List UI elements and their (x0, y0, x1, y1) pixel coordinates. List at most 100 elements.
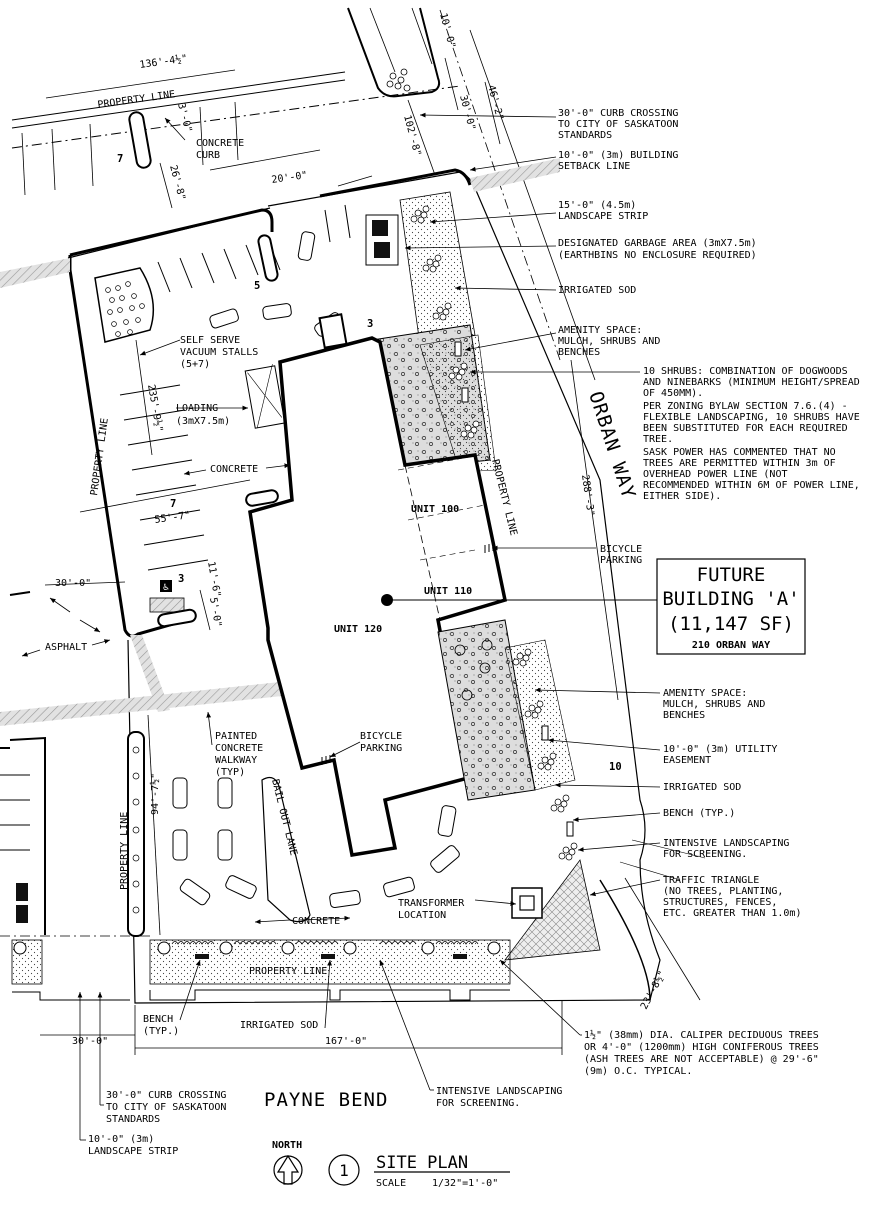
concrete-mid: CONCRETE (210, 464, 258, 475)
dimension-lines (40, 57, 701, 1055)
vacuum-2: VACUUM STALLS (180, 347, 258, 358)
accessible-stall: ♿ (149, 580, 185, 613)
scale-value: 1/32"=1'-0" (432, 1178, 498, 1189)
shrub-clusters-north (410, 205, 480, 439)
north-curb (319, 168, 472, 198)
callout-setback-2: SETBACK LINE (558, 161, 630, 172)
callout-shrubs-10: OVERHEAD POWER LINE (NOT (643, 469, 788, 480)
future-building-box: FUTURE BUILDING 'A' (11,147 SF) 210 ORBA… (656, 558, 806, 655)
dim-23: 23'-8½" (638, 969, 668, 1012)
callout-shrubs-3: OF 450MM). (643, 388, 703, 399)
callout-utility-1: 10'-0" (3m) UTILITY (663, 744, 777, 755)
street-payne-bend: PAYNE BEND (264, 1089, 388, 1111)
transformer-2: LOCATION (398, 910, 446, 921)
unit-110: UNIT 110 (424, 586, 472, 597)
bail-out-island (261, 777, 311, 923)
callout-shrubs-12: EITHER SIDE). (643, 491, 721, 502)
loading-2: (3mX7.5m) (176, 416, 230, 427)
top-edge-ticks (21, 101, 239, 196)
dim-20: 20'-0" (271, 170, 308, 186)
title-block: NORTH 1 SITE PLAN SCALE 1/32"=1'-0" (272, 1140, 510, 1189)
future-building-line-2: BUILDING 'A' (662, 588, 799, 610)
sod-strip-north (419, 334, 497, 473)
callout-shrubs-5: FLEXIBLE LANDSCAPING, 10 SHRUBS HAVE (643, 412, 860, 423)
parking-curb (68, 208, 274, 638)
transformer-inner (519, 895, 535, 911)
callout-intensive-2: FOR SCREENING. (663, 849, 747, 860)
callout-amenity-2a: AMENITY SPACE: (663, 688, 747, 699)
callout-amenity-1c: BENCHES (558, 347, 600, 358)
callout-setback-1: 10'-0" (3m) BUILDING (558, 150, 678, 161)
callout-landscape-strip-2: LANDSCAPE STRIP (558, 211, 648, 222)
callout-landscape-strip-1: 15'-0" (4.5m) (558, 200, 636, 211)
landscape-strip-east (399, 191, 476, 346)
loading-1: LOADING (176, 403, 218, 414)
bottom-bench-1: BENCH (143, 1014, 173, 1025)
planter-shrubs (105, 281, 145, 337)
bottom-landscape-strip-2: LANDSCAPE STRIP (88, 1146, 178, 1157)
asphalt: ASPHALT (45, 642, 87, 653)
callout-bicycle-1: BICYCLE (600, 544, 642, 555)
callout-shrubs-2: AND NINEBARKS (MINIMUM HEIGHT/SPREAD (643, 377, 860, 388)
property-line-left: PROPERTY LINE (89, 417, 111, 496)
west-lot-blocks (16, 883, 28, 923)
bottom-curb-crossing-3: STANDARDS (106, 1114, 160, 1125)
unit-120: UNIT 120 (334, 624, 382, 635)
callout-curb-crossing-3: STANDARDS (558, 130, 612, 141)
loading-area (244, 365, 286, 429)
unit-divider-lines (397, 454, 486, 561)
callout-shrubs-6: BEEN SUBSTITUTED FOR EACH REQUIRED (643, 423, 848, 434)
vacuum-1: SELF SERVE (180, 335, 240, 346)
north-label: NORTH (272, 1140, 302, 1151)
drawing-number-circle (328, 1154, 360, 1186)
dim-30-top: 30'-0" (457, 94, 477, 132)
stall-count-6: 10 (609, 761, 622, 773)
unit-100: UNIT 100 (411, 504, 459, 515)
left-median (127, 731, 145, 937)
title-site-plan: SITE PLAN (376, 1153, 468, 1173)
callout-garbage-2: (EARTHBINS NO ENCLOSURE REQUIRED) (558, 250, 757, 261)
property-line-bottom: PROPERTY LINE (249, 966, 327, 977)
transformer-1: TRANSFORMER (398, 898, 465, 909)
callout-shrubs-8: SASK POWER HAS COMMENTED THAT NO (643, 447, 836, 458)
direction-arrows (21, 463, 351, 925)
bicycle-parking-mid-1: BICYCLE (360, 731, 402, 742)
bottom-intensive-2: FOR SCREENING. (436, 1098, 520, 1109)
dim-5: 5'-0" (207, 597, 223, 629)
bottom-callouts: BENCH (TYP.) IRRIGATED SOD 1½" (38mm) DI… (88, 1014, 819, 1157)
garbage-bins (365, 214, 399, 266)
stall-count-4: 7 (170, 498, 176, 510)
dim-167: 167'-0" (325, 1036, 367, 1047)
callout-shrubs-7: TREE. (643, 434, 673, 445)
north-arrow-icon (273, 1154, 303, 1185)
painted-walkways (0, 158, 560, 726)
sod-strip-south (504, 639, 576, 791)
bottom-trees-2: OR 4'-0" (1200mm) HIGH CONIFEROUS TREES (584, 1042, 819, 1053)
payne-bend-curb (0, 935, 510, 1001)
callout-shrubs-1: 10 SHRUBS: COMBINATION OF DOGWOODS (643, 366, 848, 377)
dim-30-bottom: 30'-0" (72, 1036, 108, 1047)
painted-walkway-4: (TYP) (215, 767, 245, 778)
bottom-intensive-1: INTENSIVE LANDSCAPING (436, 1086, 562, 1097)
bottom-trees-4: (9m) O.C. TYPICAL. (584, 1066, 692, 1077)
dim-11: 11'-6" (205, 561, 222, 598)
street-orban-way: ORBAN WAY (584, 389, 640, 502)
painted-walkway-3: WALKWAY (215, 755, 257, 766)
dim-102: 102'-8" (401, 114, 423, 158)
callout-shrubs-9: TREES ARE PERMITTED WITHIN 3m OF (643, 458, 836, 469)
stall-count-5: 3 (178, 573, 184, 585)
vacuum-3: (5+7) (180, 359, 210, 370)
dim-10-top: 10'-0" (437, 12, 457, 50)
curb-islands (128, 111, 348, 628)
west-lot-stalls (0, 774, 30, 851)
tree-cluster-north (386, 68, 411, 92)
painted-walkway-2: CONCRETE (215, 743, 263, 754)
callout-triangle-4: ETC. GREATER THAN 1.0m) (663, 908, 801, 919)
bottom-curb-crossing-1: 30'-0" CURB CROSSING (106, 1090, 226, 1101)
building-footprint (248, 336, 508, 858)
unit-divider-dashed (404, 464, 441, 621)
patio-tables (454, 639, 493, 701)
callout-amenity-1a: AMENITY SPACE: (558, 325, 642, 336)
painted-walkway-1: PAINTED (215, 731, 257, 742)
callout-triangle-3: STRUCTURES, FENCES, (663, 897, 777, 908)
